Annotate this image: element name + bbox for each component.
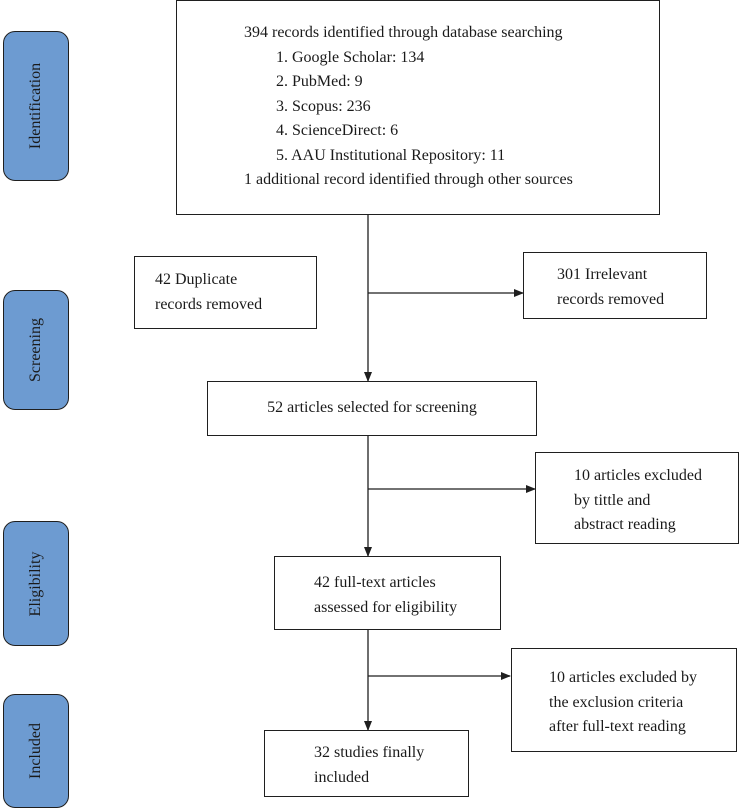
irrelevant-line-1: 301 Irrelevant xyxy=(557,266,648,283)
duplicates-line-2: records removed xyxy=(155,295,263,313)
studies-included-line-2: included xyxy=(314,768,370,786)
irrelevant-line-2: records removed xyxy=(557,290,665,308)
phase-screening: Screening xyxy=(3,290,69,410)
records-identified-text: 394 records identified through database … xyxy=(244,24,563,41)
included-box: 32 studies finally included xyxy=(264,730,469,797)
source-pubmed: 2. PubMed: 9 xyxy=(276,73,363,90)
irrelevant-removed-box: 301 Irrelevant records removed xyxy=(523,252,707,319)
studies-included-line-1: 32 studies finally xyxy=(314,744,425,761)
additional-record-text: 1 additional record identified through o… xyxy=(244,171,573,188)
source-aau-repository: 5. AAU Institutional Repository: 11 xyxy=(276,146,506,164)
screening-box: 52 articles selected for screening xyxy=(207,381,537,436)
excluded-fulltext-line-2: the exclusion criteria xyxy=(549,693,684,711)
source-sciencedirect: 4. ScienceDirect: 6 xyxy=(276,122,399,139)
excluded-abstract-line-2: by tittle and xyxy=(574,491,651,509)
phase-identification: Identification xyxy=(3,31,69,181)
duplicates-line-1: 42 Duplicate xyxy=(155,271,238,288)
source-google-scholar: 1. Google Scholar: 134 xyxy=(276,48,425,66)
articles-selected-text: 52 articles selected for screening xyxy=(267,399,477,416)
excluded-abstract-line-1: 10 articles excluded xyxy=(574,467,702,484)
phase-included: Included xyxy=(3,694,69,808)
excluded-abstract-box: 10 articles excluded by tittle and abstr… xyxy=(535,452,739,544)
excluded-fulltext-box: 10 articles excluded by the exclusion cr… xyxy=(511,648,737,752)
excluded-fulltext-line-3: after full-text reading xyxy=(549,718,686,735)
full-text-assessed-line-1: 42 full-text articles xyxy=(314,574,436,591)
excluded-fulltext-line-1: 10 articles excluded by xyxy=(549,669,697,686)
excluded-abstract-line-3: abstract reading xyxy=(574,516,676,533)
source-scopus: 3. Scopus: 236 xyxy=(276,97,371,115)
duplicates-removed-box: 42 Duplicate records removed xyxy=(134,256,317,329)
eligibility-box: 42 full-text articles assessed for eligi… xyxy=(274,556,501,630)
identification-box: 394 records identified through database … xyxy=(176,0,660,215)
full-text-assessed-line-2: assessed for eligibility xyxy=(314,598,458,616)
phase-eligibility: Eligibility xyxy=(3,521,69,646)
